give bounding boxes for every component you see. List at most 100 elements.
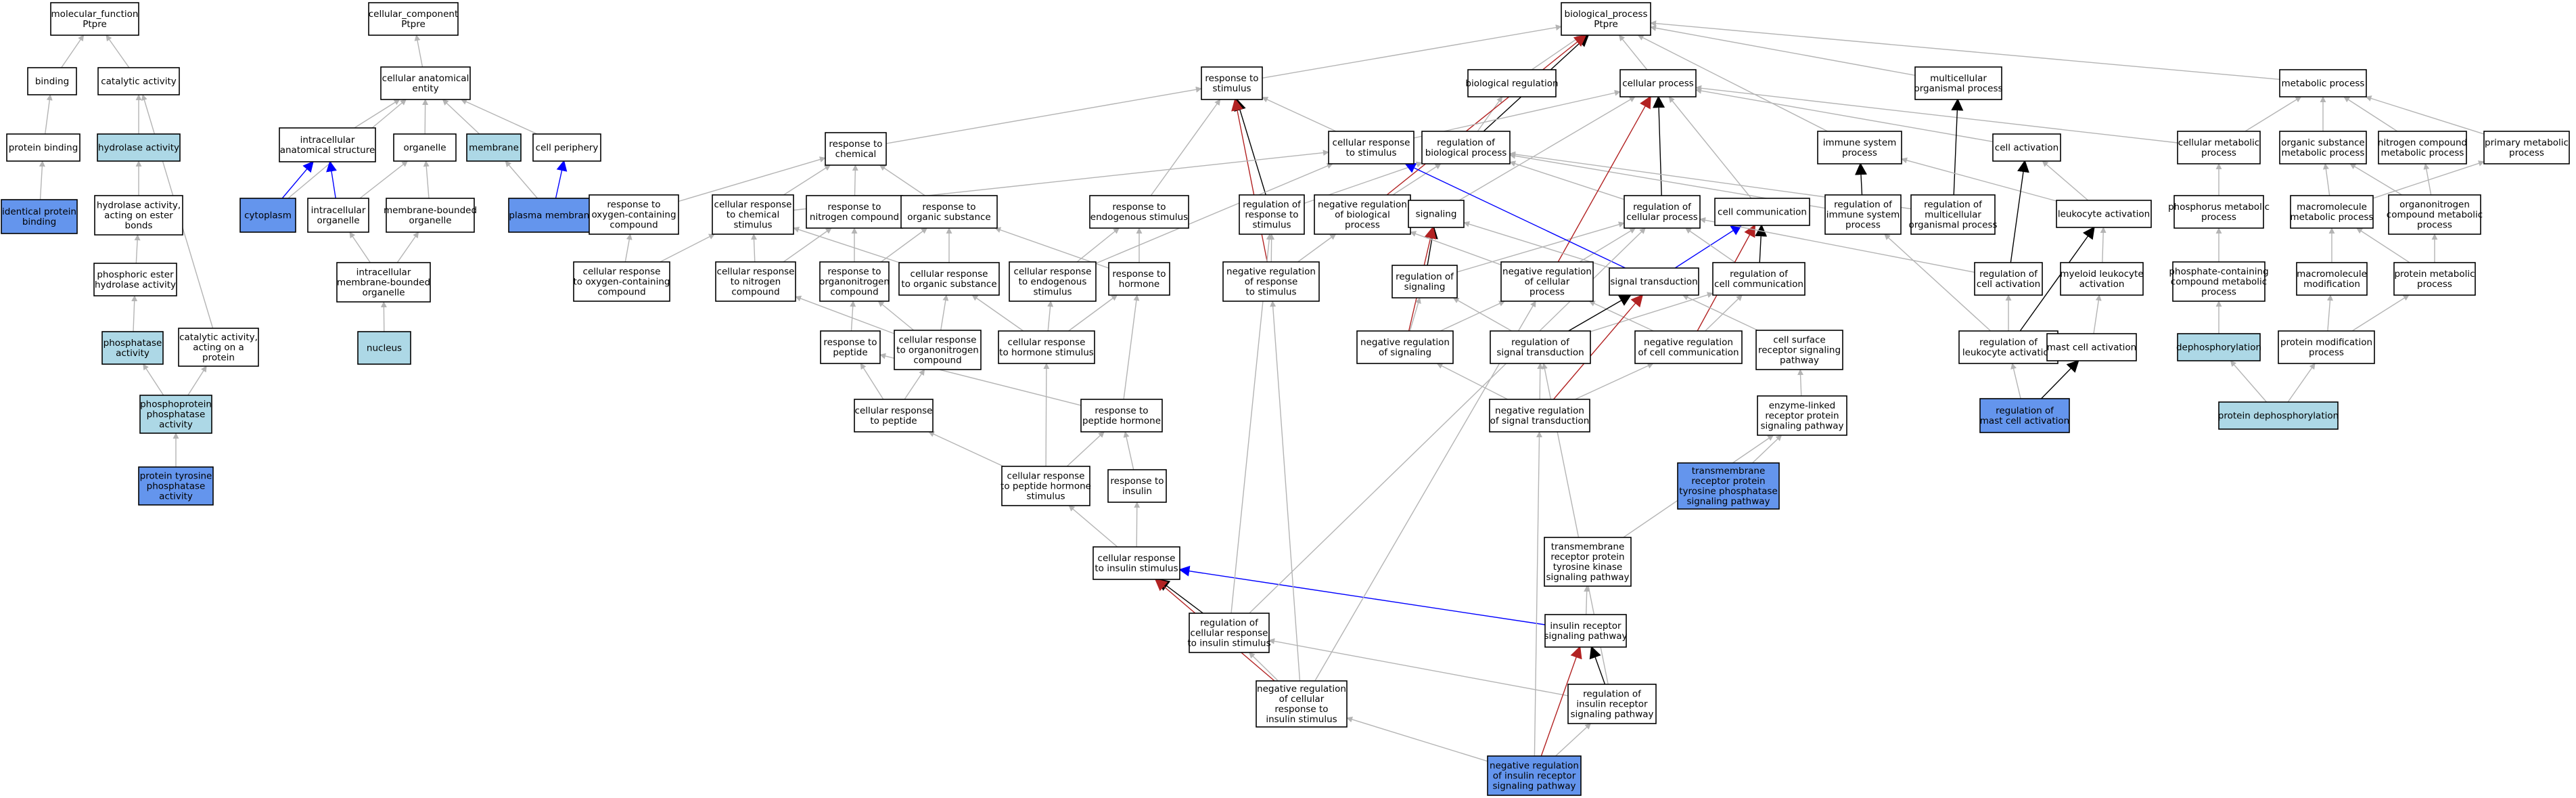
node-membrane[interactable]: membrane [466, 133, 522, 162]
node-label-line: identical protein [2, 206, 76, 217]
node-binding[interactable]: binding [27, 67, 77, 95]
node-ccomm[interactable]: cell communication [1714, 198, 1810, 226]
node-metab[interactable]: metabolic process [2279, 69, 2367, 97]
node-cat[interactable]: catalytic activity [97, 67, 180, 95]
node-cproc[interactable]: cellular process [1619, 69, 1697, 97]
node-mca[interactable]: mast cell activation [2046, 333, 2137, 361]
node-pm[interactable]: plasma membrane [508, 198, 596, 233]
node-lact[interactable]: leukocyte activation [2056, 200, 2152, 228]
node-cytoplasm[interactable]: cytoplasm [239, 198, 296, 233]
node-cact[interactable]: cell activation [1992, 133, 2061, 162]
node-dephos[interactable]: dephosphorylation [2176, 333, 2261, 361]
node-organelle[interactable]: organelle [393, 133, 457, 162]
node-st[interactable]: signal transduction [1609, 267, 1699, 296]
node-periph[interactable]: cell periphery [532, 133, 601, 162]
node-hydro[interactable]: hydrolase activity [97, 133, 181, 162]
node-pbind[interactable]: protein binding [6, 133, 80, 162]
node-breg[interactable]: biological regulation [1465, 69, 1559, 97]
node-box [1979, 398, 2070, 433]
node-nucleus[interactable]: nucleus [357, 331, 411, 365]
node-pdephos[interactable]: protein dephosphorylation [2218, 401, 2339, 430]
node-signaling[interactable]: signaling [1408, 200, 1465, 228]
